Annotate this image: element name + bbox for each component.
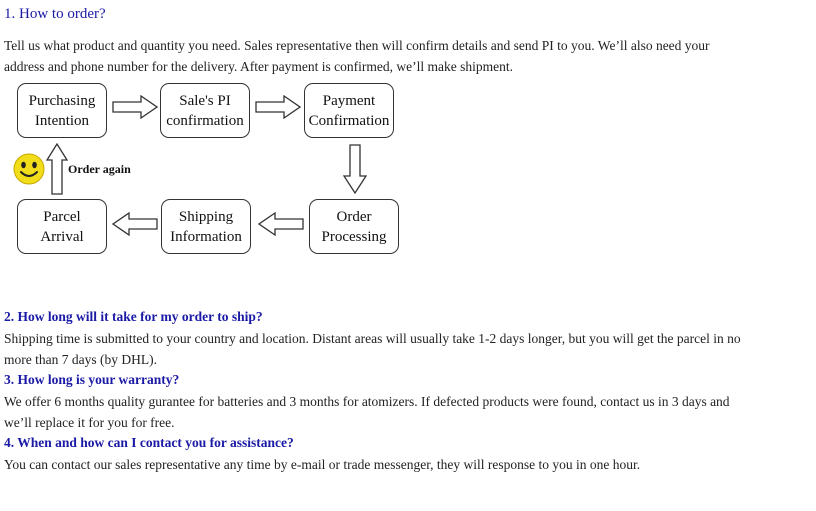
section1-text: Tell us what product and quantity you ne… bbox=[4, 35, 804, 77]
flow-box-payment-confirmation: Payment Confirmation bbox=[304, 83, 394, 138]
smiley-face-icon bbox=[13, 153, 45, 185]
section1-line-2: address and phone number for the deliver… bbox=[4, 59, 513, 74]
flow-box-parcel-arrival: Parcel Arrival bbox=[17, 199, 107, 254]
flow-box-order-processing: Order Processing bbox=[309, 199, 399, 254]
section3-line-1: We offer 6 months quality gurantee for b… bbox=[4, 394, 730, 409]
section3-text: We offer 6 months quality gurantee for b… bbox=[4, 391, 804, 433]
flow-box-purchasing-intention: Purchasing Intention bbox=[17, 83, 107, 138]
arrow-right-icon bbox=[112, 95, 158, 119]
section4-text: You can contact our sales representative… bbox=[4, 454, 804, 475]
flow-box-shipping-information: Shipping Information bbox=[161, 199, 251, 254]
section3-line-2: we’ll replace it for you for free. bbox=[4, 415, 175, 430]
flow-box-label: Shipping Information bbox=[170, 208, 242, 245]
arrow-right-icon bbox=[255, 95, 301, 119]
arrow-left-icon bbox=[258, 212, 304, 236]
arrow-left-icon bbox=[112, 212, 158, 236]
section2-text: Shipping time is submitted to your count… bbox=[4, 328, 804, 370]
section4-line-1: You can contact our sales representative… bbox=[4, 457, 641, 472]
section-heading-how-to-order: 1. How to order? bbox=[4, 6, 106, 22]
section-heading-warranty: 3. How long is your warranty? bbox=[4, 372, 180, 387]
order-again-label: Order again bbox=[68, 162, 131, 176]
flow-box-sales-pi-confirmation: Sale's PI confirmation bbox=[160, 83, 250, 138]
flow-box-label: Payment Confirmation bbox=[308, 92, 390, 129]
section2-line-1: Shipping time is submitted to your count… bbox=[4, 331, 741, 346]
flow-box-label: Parcel Arrival bbox=[40, 208, 84, 245]
arrow-up-icon bbox=[46, 143, 68, 195]
flow-box-label: Order Processing bbox=[321, 208, 387, 245]
flow-box-label: Sale's PI confirmation bbox=[166, 92, 244, 129]
section-heading-shipping-time: 2. How long will it take for my order to… bbox=[4, 309, 263, 324]
arrow-down-icon bbox=[343, 144, 367, 194]
section2-line-2: more than 7 days (by DHL). bbox=[4, 352, 157, 367]
section-heading-contact: 4. When and how can I contact you for as… bbox=[4, 435, 294, 450]
section1-line-1: Tell us what product and quantity you ne… bbox=[4, 38, 710, 53]
flow-box-label: Purchasing Intention bbox=[28, 92, 96, 129]
